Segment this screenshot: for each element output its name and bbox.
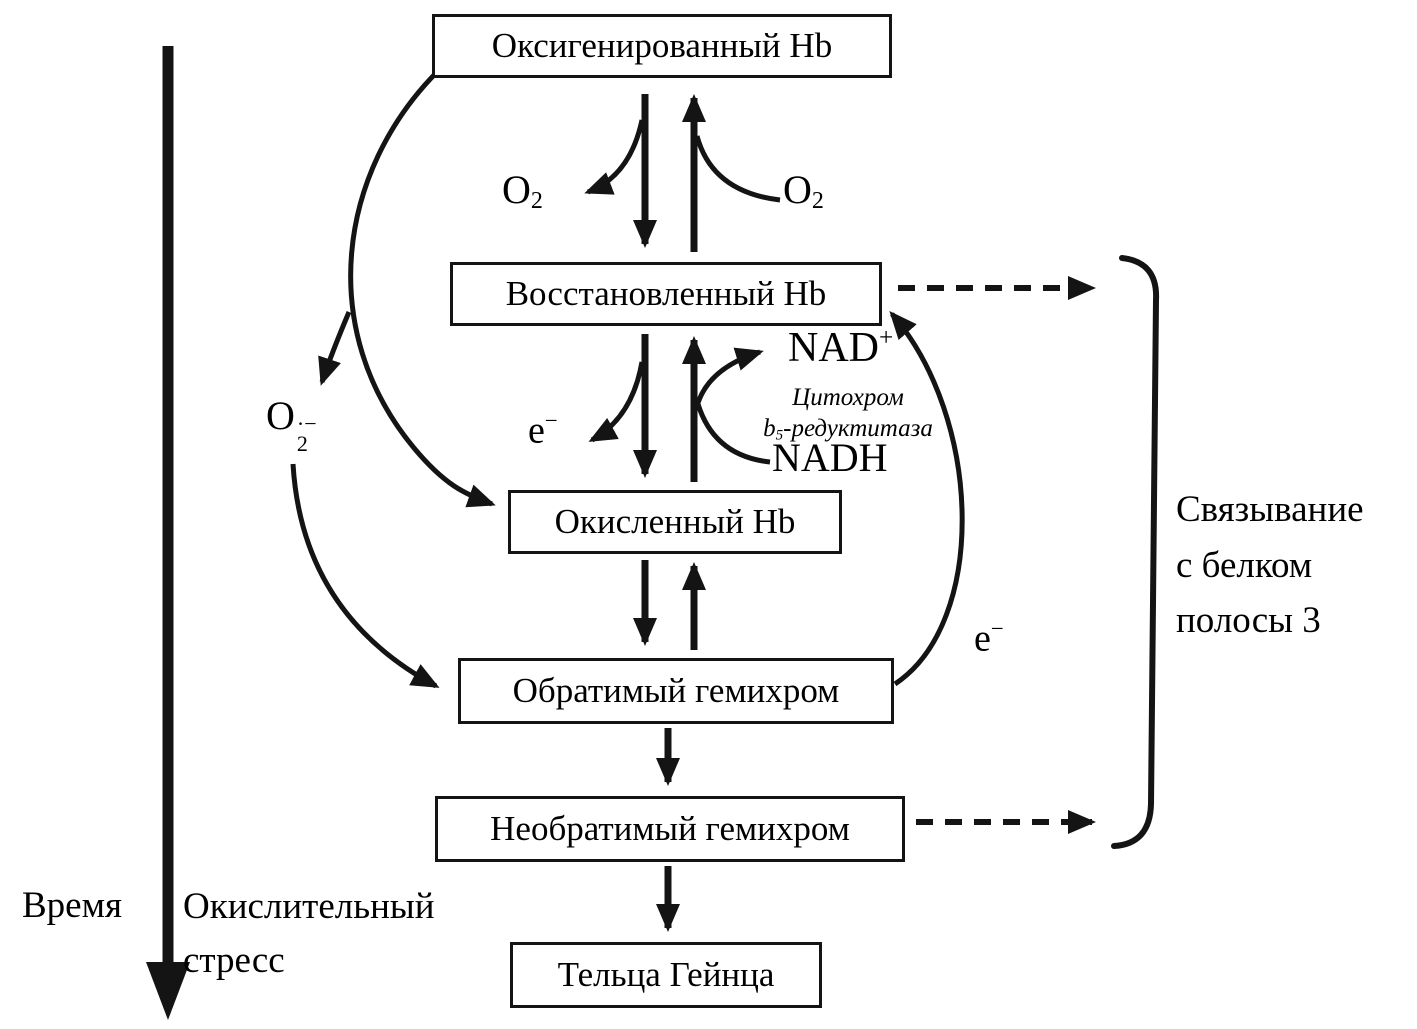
box-heinz-bodies-label: Тельца Гейнца bbox=[557, 955, 775, 994]
electron-release-sup: − bbox=[544, 408, 558, 433]
electron-return-sup: − bbox=[990, 616, 1004, 641]
box-oxidized-hb-label: Окисленный Hb bbox=[554, 502, 796, 541]
branch-o2-uptake bbox=[694, 135, 781, 203]
cytochrome-b5-reductase-label: Цитохром b5-редуктитаза bbox=[716, 382, 980, 445]
time-label: Время bbox=[22, 885, 123, 926]
branch-nad-plus bbox=[694, 347, 764, 407]
o2-uptake-label: O2 bbox=[783, 166, 824, 215]
box-reduced-hb-label: Восстановленный Hb bbox=[505, 274, 827, 313]
superoxide-sub: 2 bbox=[296, 430, 308, 456]
band3-bracket bbox=[1111, 255, 1160, 849]
time-arrow bbox=[146, 46, 190, 1020]
enzyme-rest: -редуктитаза bbox=[783, 415, 933, 443]
superoxide-label: O·−2 bbox=[266, 392, 317, 454]
enzyme-line1: Цитохром bbox=[792, 384, 904, 411]
oxidative-stress-line2: стресс bbox=[183, 939, 285, 981]
band3-line1: Связывание bbox=[1176, 489, 1364, 530]
curve-reversible-to-reduced bbox=[889, 310, 965, 687]
branch-to-superoxide bbox=[318, 311, 352, 386]
electron-release-label: e− bbox=[528, 408, 558, 452]
superoxide-script: ·−2 bbox=[296, 410, 317, 456]
nadh-label: NADH bbox=[772, 435, 888, 480]
branch-nadh bbox=[695, 403, 771, 465]
curve-superoxide-to-reversible bbox=[290, 463, 440, 689]
box-oxygenated-hb: Оксигенированный Hb bbox=[432, 14, 892, 78]
electron-return-label: e− bbox=[974, 616, 1004, 660]
oxidative-stress-line1: Окислительный bbox=[183, 886, 435, 927]
box-irreversible-hemichrome-label: Необратимый гемихром bbox=[490, 809, 850, 848]
time-arrowhead bbox=[146, 962, 190, 1020]
nad-plus-sup: + bbox=[879, 324, 894, 352]
o2-release-label: O2 bbox=[502, 166, 543, 215]
box-reversible-hemichrome: Обратимый гемихром bbox=[458, 658, 894, 724]
curve-autoxidation-to-oxidized bbox=[348, 70, 496, 508]
nad-plus-label: NAD+ bbox=[788, 324, 893, 372]
enzyme-b: b bbox=[763, 415, 776, 443]
box-irreversible-hemichrome: Необратимый гемихром bbox=[435, 796, 905, 862]
superoxide-sup: ·− bbox=[296, 410, 317, 436]
box-reversible-hemichrome-label: Обратимый гемихром bbox=[512, 671, 840, 710]
branch-electron-release bbox=[588, 361, 645, 443]
o2-uptake-sub: 2 bbox=[811, 187, 824, 214]
branch-o2-release bbox=[584, 119, 645, 195]
o2-release-sub: 2 bbox=[530, 187, 543, 214]
band3-line3: полосы 3 bbox=[1176, 600, 1321, 641]
nad-plus-base: NAD bbox=[788, 325, 879, 371]
band3-line2: с белком bbox=[1176, 544, 1313, 586]
enzyme-line2: b5-редуктитаза bbox=[716, 413, 980, 445]
band3-binding-label: Связывание с белком полосы 3 bbox=[1176, 482, 1364, 649]
o2-release-base: O bbox=[502, 167, 531, 212]
box-reduced-hb: Восстановленный Hb bbox=[450, 262, 882, 326]
superoxide-base: O bbox=[266, 393, 295, 438]
oxidative-stress-label: Окислительный стресс bbox=[183, 880, 435, 987]
box-oxygenated-hb-label: Оксигенированный Hb bbox=[491, 26, 833, 65]
o2-uptake-base: O bbox=[783, 167, 812, 212]
electron-return-base: e bbox=[974, 617, 991, 660]
electron-release-base: e bbox=[528, 409, 545, 452]
box-oxidized-hb: Окисленный Hb bbox=[508, 490, 842, 554]
box-heinz-bodies: Тельца Гейнца bbox=[510, 942, 822, 1008]
enzyme-b-sub: 5 bbox=[775, 427, 784, 444]
